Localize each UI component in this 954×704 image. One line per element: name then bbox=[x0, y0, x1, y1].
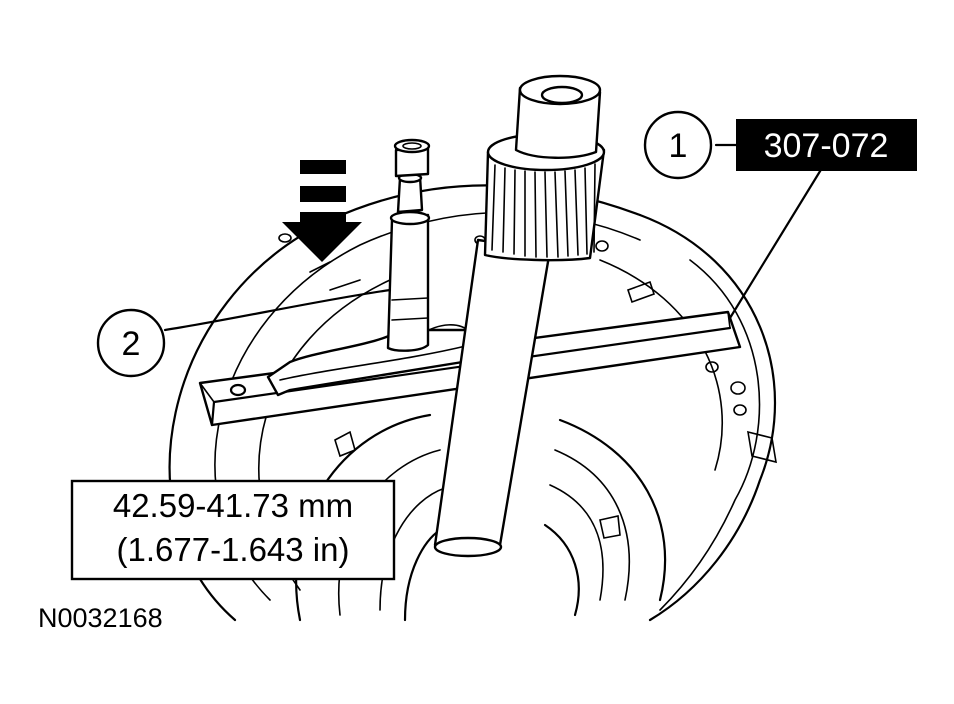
callout-1: 1 bbox=[643, 110, 713, 180]
measurement-box: 42.59-41.73 mm (1.677-1.643 in) bbox=[70, 479, 396, 581]
measurement-metric: 42.59-41.73 mm bbox=[113, 487, 353, 524]
callout-1-label: 1 bbox=[669, 127, 688, 165]
tool-number-label: 307-072 bbox=[736, 119, 917, 171]
depth-gauge bbox=[386, 138, 431, 352]
figure-id: N0032168 bbox=[38, 603, 163, 633]
shaft-splines bbox=[491, 163, 596, 258]
measurement-imperial: (1.677-1.643 in) bbox=[117, 531, 350, 568]
input-shaft bbox=[433, 74, 606, 558]
callout-2-label: 2 bbox=[122, 325, 141, 363]
down-arrow-icon bbox=[282, 160, 362, 262]
tool-number-text: 307-072 bbox=[764, 127, 889, 165]
callout-2: 2 bbox=[96, 308, 166, 378]
